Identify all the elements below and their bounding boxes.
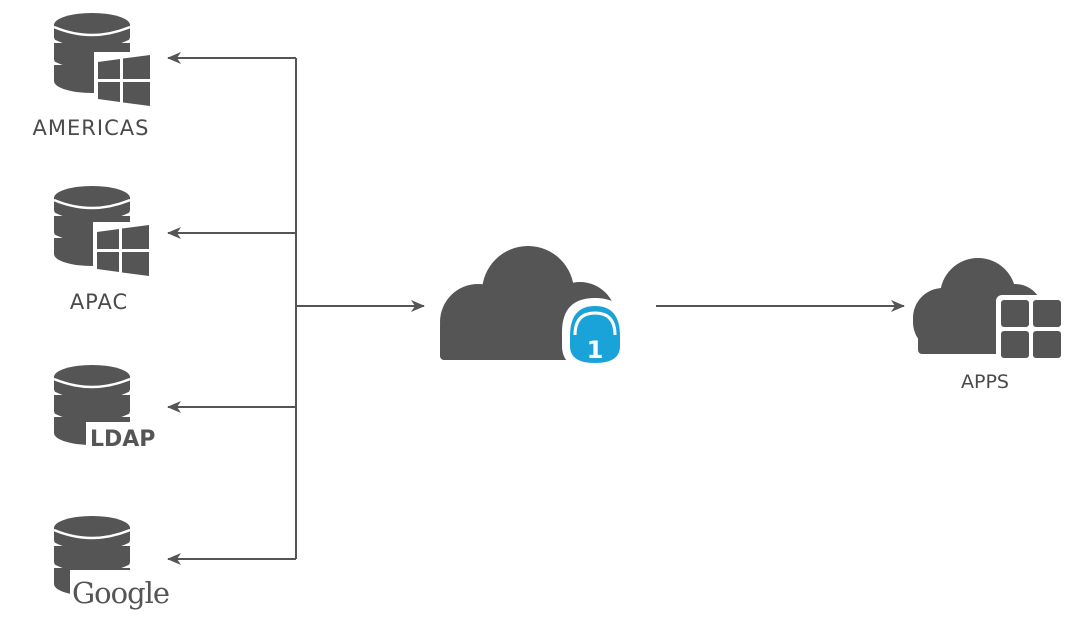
ldap-label: LDAP [90, 427, 155, 452]
node-google: Google [52, 514, 170, 610]
apps-label: APPS [961, 371, 1009, 393]
app-tile-3 [1001, 331, 1029, 358]
cloud-onelogin-lock-icon: 1 [440, 246, 628, 370]
node-hub: 1 [440, 246, 628, 370]
americas-label: AMERICAS [33, 116, 150, 140]
hub-badge-number: 1 [587, 336, 604, 364]
windows-database-icon [52, 184, 153, 280]
node-apac: APAC [52, 184, 153, 314]
connectors [167, 52, 905, 565]
node-americas: AMERICAS [33, 11, 154, 140]
google-database-icon: Google [52, 514, 170, 610]
ldap-database-icon: LDAP [52, 363, 166, 452]
app-tile-2 [1033, 300, 1061, 327]
apac-label: APAC [70, 290, 128, 314]
cloud-apps-grid-icon [913, 258, 1066, 361]
node-ldap: LDAP [52, 363, 166, 452]
windows-database-icon [52, 11, 154, 110]
node-apps: APPS [913, 258, 1066, 393]
app-tile-4 [1033, 331, 1061, 358]
google-label: Google [72, 576, 169, 610]
app-tile-1 [1001, 300, 1029, 327]
